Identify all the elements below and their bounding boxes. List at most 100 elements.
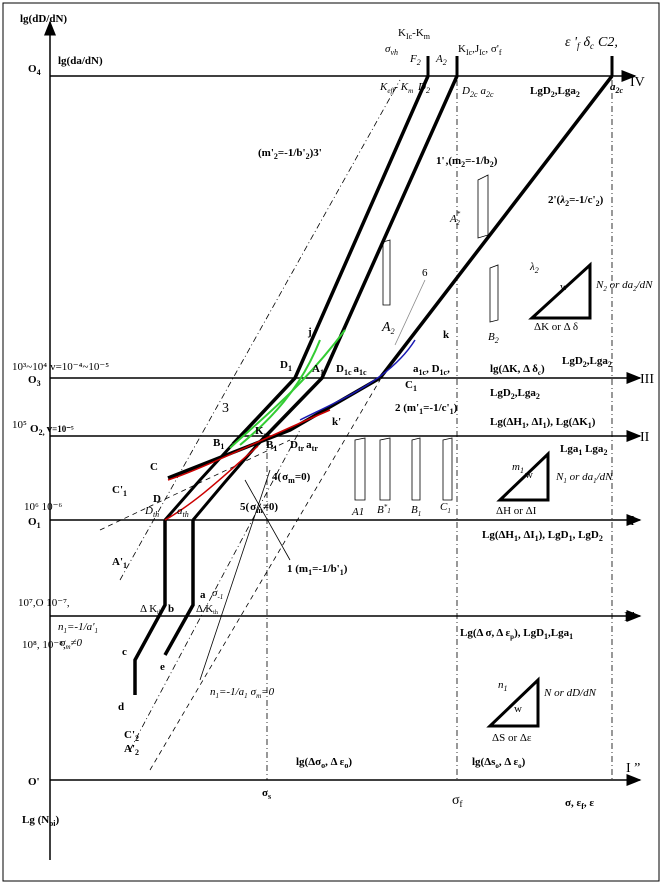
level-I-dprime-label: I ” [626, 761, 640, 776]
right-lgD2-a2: LgD2,Lga2 [562, 355, 612, 369]
point-B2: B2 [488, 331, 499, 345]
point-C: C [150, 461, 158, 473]
o1-label: O1 [28, 516, 41, 530]
point-B1: B1 [213, 437, 224, 451]
point-A2-mid: A2 [381, 320, 395, 336]
o-prime-left-label: 10⁷,O 10⁻⁷, [18, 597, 70, 609]
point-D: D [153, 493, 161, 505]
point-B1b: B1 [266, 439, 277, 453]
o2-left-label: 10⁵ [12, 419, 27, 431]
bar-A1: A1 [351, 506, 364, 518]
tri1-bottom: ΔK or Δ δ [534, 321, 578, 333]
tri3-right: N or dD/dN [543, 687, 597, 699]
level-I-label: I [630, 514, 635, 529]
point-k-prime: k' [332, 416, 341, 428]
upper-bars [382, 174, 499, 323]
y-inner-title: lg(da/dN) [58, 55, 103, 67]
bottom-sigma-f: σf [452, 793, 463, 809]
bar-B-star-1: B*1 [377, 503, 391, 516]
point-sigma-minus1: σ-1 [212, 587, 223, 601]
tri2-bottom: ΔH or ΔI [496, 505, 537, 517]
o3-label: O3 [28, 374, 41, 388]
point-C2-prime: C'2 [124, 729, 139, 743]
point-Ks: Ks [255, 425, 267, 439]
right-lg-dh: Lg(ΔH1, ΔI1), Lg(ΔK1) [490, 416, 596, 430]
tri2-w: w [525, 469, 533, 481]
line-1 [244, 479, 291, 561]
bar-C1: C1 [440, 501, 451, 515]
triangle-3 [486, 676, 540, 728]
top-keff: Keff- Km [379, 81, 413, 95]
point-j: j [307, 326, 312, 338]
tri3-w: w [514, 703, 522, 715]
top-kic-jic: KIc,JIc, σ'f [458, 43, 502, 57]
level-III-label: III [640, 372, 654, 387]
sigma-m-ne-label: σm≠0 [60, 637, 83, 651]
tri1-w: w [560, 281, 568, 293]
top-a2: A2 [435, 53, 447, 67]
point-e: e [160, 661, 165, 673]
top-sigma-vh: σvh [385, 43, 398, 57]
curve-1-label: 1 (m1=-1/b'1) [287, 563, 348, 577]
level-IV-label: IV [630, 75, 645, 90]
tri3-n: n1 [498, 679, 508, 693]
tri2-m: m1 [512, 461, 524, 475]
top-kic-km: KIc-Km [398, 27, 431, 41]
bottom-sigma-s: σs [262, 787, 271, 801]
bar-B1: B1 [411, 504, 421, 518]
top-d2: D2 [417, 81, 430, 95]
x-bottom-title: Lg (Noi) [22, 814, 59, 828]
point-C1: C1 [405, 379, 417, 393]
top-f2: F2 [409, 53, 421, 67]
point-C1-prime: C'1 [112, 484, 127, 498]
y-outer-title: lg(dD/dN) [20, 13, 67, 25]
level-II-label: II [640, 430, 650, 445]
red-curve-1 [167, 409, 331, 481]
red-curve-2 [164, 445, 259, 521]
right-lg-ds: Lg(Δ σ, Δ εp), LgD1,Lga1 [460, 627, 573, 641]
point-D1: D1 [280, 359, 292, 373]
origin-top-label: O4 [28, 63, 41, 77]
origin-bottom-label: O' [28, 776, 40, 788]
point-A2-prime: A'2 [124, 743, 139, 757]
point-three: 3 [222, 401, 229, 416]
right-lg-dso2: lg(Δso, Δ εo) [472, 756, 526, 770]
x-end-labels: σ, εf, ε [565, 797, 594, 811]
point-A1-prime: A'1 [112, 556, 127, 570]
line-n1 [199, 469, 271, 681]
line-a2-prime [149, 379, 381, 771]
level-I-prime-label: I ' [624, 610, 635, 625]
point-ath: ath [177, 505, 189, 519]
curve-3-prime-label: (m'2=-1/b'2)3' [258, 147, 322, 161]
curve-1-prime [231, 75, 430, 446]
top-a2c: a2c [610, 81, 624, 95]
point-six: 6 [422, 267, 428, 279]
point-Dth: Dth [144, 505, 159, 519]
point-a1c: a1c, D1c, [413, 363, 450, 377]
triangle-1 [528, 261, 592, 320]
line-c2-prime [129, 429, 301, 751]
top-lgD2: LgD2,Lga2 [530, 85, 580, 99]
n1-top-label: n1=-1/a'1 [58, 621, 98, 635]
point-a: a [200, 589, 206, 601]
blue-curve [299, 339, 416, 421]
green-curve-2 [239, 339, 321, 446]
point-c-small: c [122, 646, 127, 658]
right-lg-dh-i: Lg(ΔH1, ΔI1), LgD1, LgD2 [482, 529, 603, 543]
curve-2-path [256, 75, 459, 446]
o1-left-label: 10⁶ 10⁻⁶ [24, 501, 62, 513]
point-dKth-right: Δ Kth [196, 603, 218, 616]
o2-label: O2,v=10⁻⁵ [30, 423, 74, 437]
triangle-2 [496, 450, 550, 502]
lower-bars [354, 437, 453, 501]
curve-D-B1 [163, 442, 235, 521]
point-d: d [118, 701, 124, 713]
point-A2-star: A*2 [449, 210, 461, 227]
